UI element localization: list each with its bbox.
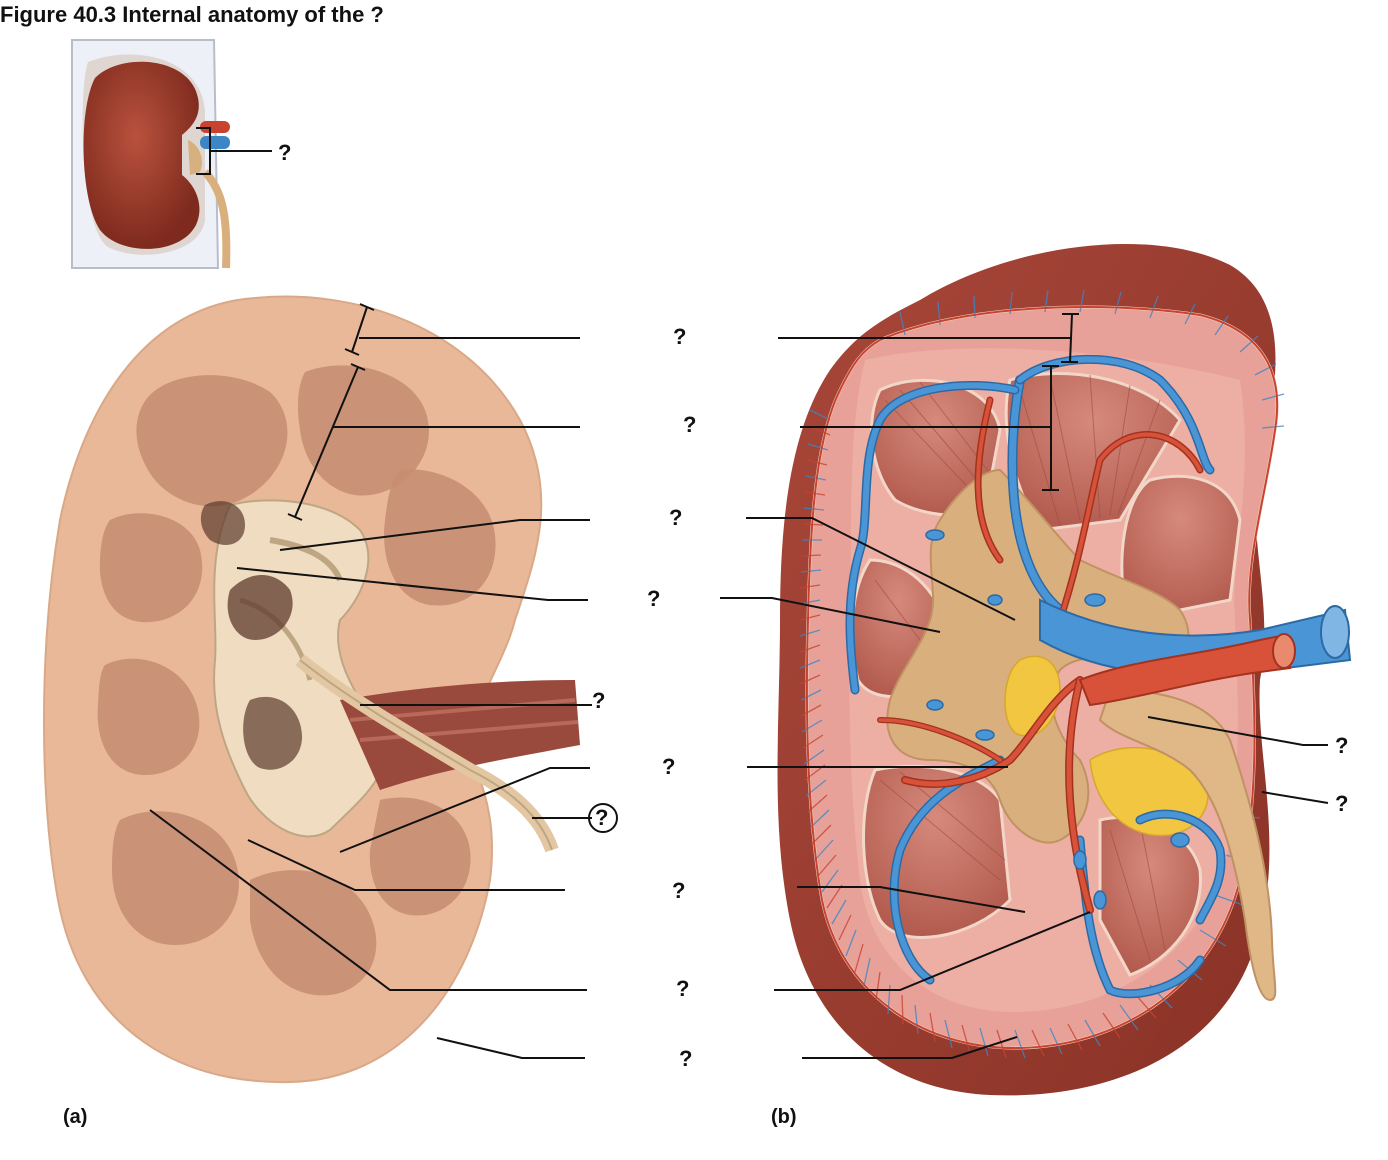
label-renal-papilla: ? xyxy=(647,586,660,611)
inset-renal-vein xyxy=(200,136,230,149)
label-cortex-thickness: ? xyxy=(673,324,686,349)
inset-kidney: ? xyxy=(71,39,291,269)
renal-artery-trunk xyxy=(1078,633,1296,707)
label-renal-pelvis: ? xyxy=(1335,733,1348,758)
inset-label: ? xyxy=(278,140,291,165)
label-minor-calyx: ? xyxy=(669,505,682,530)
renal-veins xyxy=(845,354,1226,999)
label-major-calyx: ? xyxy=(662,754,675,779)
panel-b-kidney-illustration xyxy=(777,243,1352,1096)
label-renal-vessels: ? xyxy=(592,688,605,713)
panel-a-label-group: ? ? ? ? ? ? ? ? ? ? xyxy=(592,324,696,1071)
figure-title: Figure 40.3 Internal anatomy of the ? xyxy=(0,2,384,27)
label-renal-column: ? xyxy=(672,878,685,903)
label-ureter-circled: ? xyxy=(595,805,608,830)
panel-b-leaders xyxy=(720,313,1329,1059)
label-renal-capsule: ? xyxy=(679,1046,692,1071)
ureter-illustration xyxy=(1098,688,1277,1002)
renal-arteries xyxy=(877,396,1204,914)
label-renal-pyramid: ? xyxy=(676,976,689,1001)
medullary-pyramids xyxy=(850,371,1242,977)
inset-renal-artery xyxy=(200,121,230,133)
panel-b-label-group: ? ? xyxy=(1335,733,1348,816)
label-medulla: ? xyxy=(683,412,696,437)
panel-a-tag: (a) xyxy=(63,1106,87,1128)
panel-a-kidney-photo xyxy=(43,295,580,1084)
renal-vessels-photo xyxy=(340,680,580,790)
inset-kidney-shape xyxy=(83,61,200,249)
label-ureter: ? xyxy=(1335,791,1348,816)
panel-a-leaders xyxy=(149,303,618,1059)
inset-ureter xyxy=(202,169,231,269)
panel-b-tag: (b) xyxy=(771,1106,797,1128)
circled-question-mark xyxy=(588,803,618,833)
